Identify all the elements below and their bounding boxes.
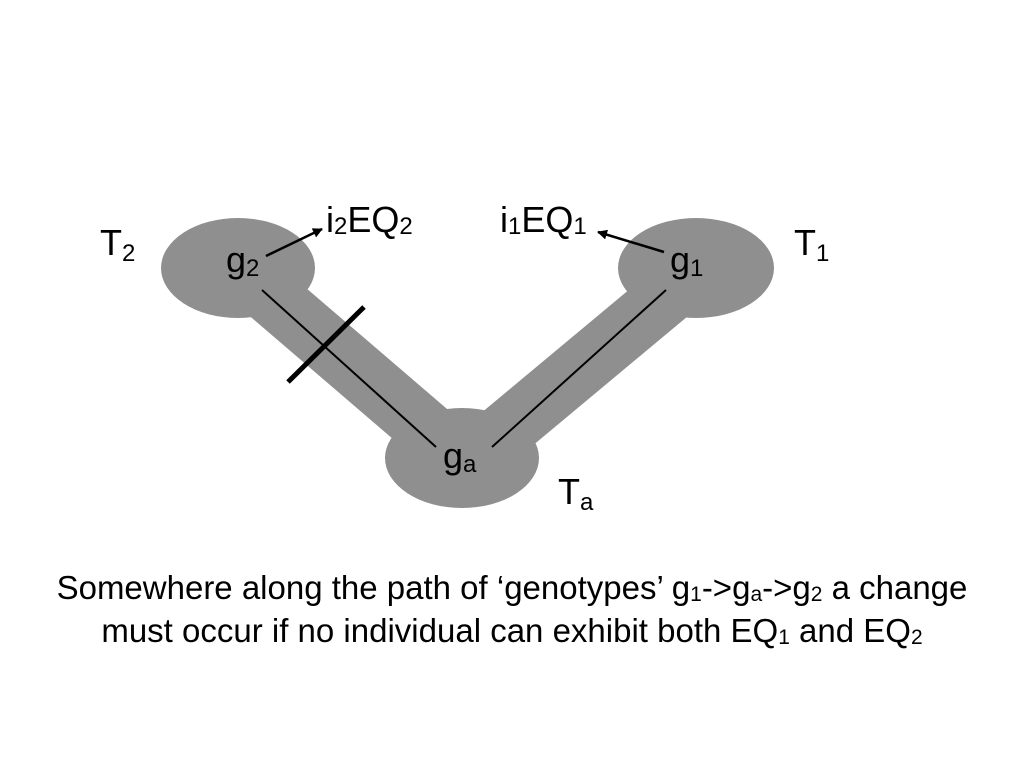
label-ga: ga: [443, 435, 477, 478]
label-T1: T1: [794, 222, 829, 267]
path-g2-to-ga: [261, 289, 437, 448]
label-i2EQ2: i2EQ2: [326, 199, 413, 240]
caption-line-2: must occur if no individual can exhibit …: [101, 612, 923, 649]
label-g1: g1: [670, 239, 703, 282]
label-g2: g2: [226, 239, 259, 282]
region-T1: [618, 218, 774, 318]
region-T2: [161, 218, 315, 318]
genotype-path-diagram: T2 T1 Ta g2 g1 ga i2EQ2 i1EQ1: [100, 199, 829, 516]
arrow-g1-to-i1EQ1: [597, 229, 665, 254]
trait-region: [161, 218, 774, 508]
label-i1EQ1: i1EQ1: [500, 199, 587, 240]
arrow-g2-to-i2EQ2: [265, 227, 323, 258]
caption: Somewhere along the path of ‘genotypes’ …: [0, 566, 1024, 652]
path-g1-to-ga: [491, 289, 667, 448]
caption-line-1: Somewhere along the path of ‘genotypes’ …: [56, 569, 968, 606]
label-T2: T2: [100, 222, 135, 267]
change-marker: [286, 305, 366, 384]
label-Ta: Ta: [558, 471, 594, 516]
region-Ta: [385, 408, 539, 508]
